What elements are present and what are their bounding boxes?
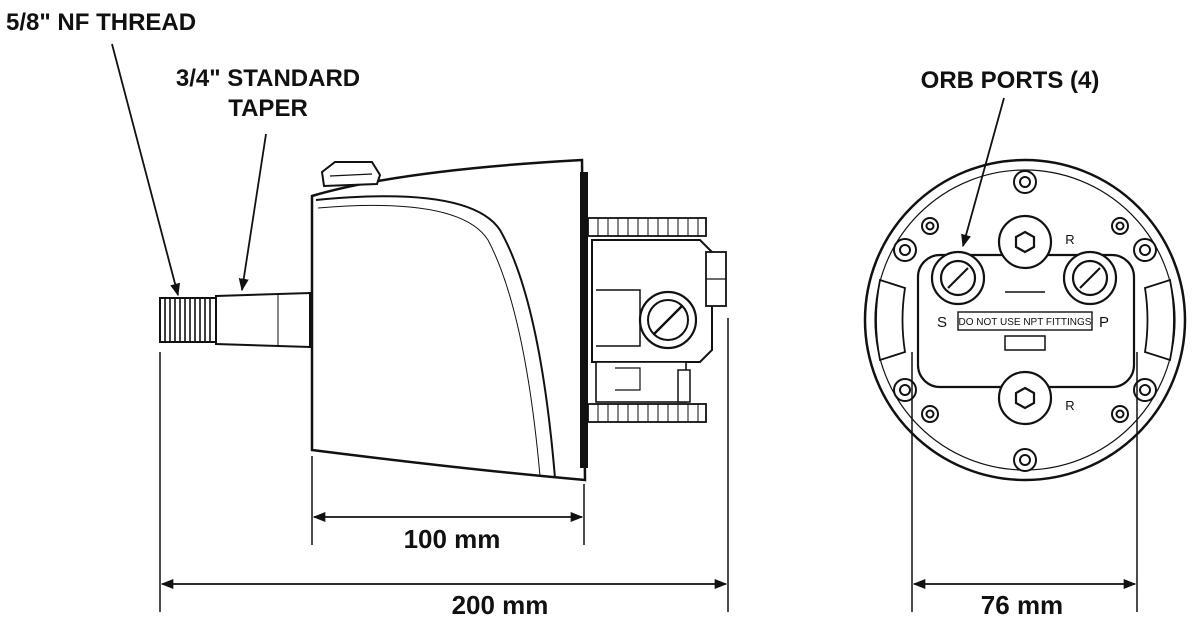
taper-leader-arrow bbox=[238, 133, 267, 292]
front-view: DO NOT USE NPT FITTINGS S P R R bbox=[863, 97, 1187, 612]
dim-200mm-label: 200 mm bbox=[452, 590, 549, 620]
dim-100mm-label: 100 mm bbox=[404, 524, 501, 554]
helm-body bbox=[310, 158, 588, 482]
taper-label-line2: TAPER bbox=[228, 95, 308, 122]
tapered-shaft bbox=[215, 291, 311, 349]
orb-leader-arrow bbox=[961, 97, 1005, 248]
npt-warning-text: DO NOT USE NPT FITTINGS bbox=[959, 317, 1092, 328]
port-s-label: S bbox=[937, 314, 947, 331]
thread-leader-arrow bbox=[111, 43, 180, 297]
side-dimension-lines bbox=[159, 318, 729, 612]
pump-section bbox=[587, 217, 727, 423]
side-view bbox=[111, 43, 729, 612]
threaded-shaft bbox=[159, 297, 217, 343]
dim-76mm-label: 76 mm bbox=[981, 590, 1063, 620]
port-p-label: P bbox=[1099, 314, 1109, 331]
thread-label: 5/8" NF THREAD bbox=[6, 9, 196, 36]
port-r-top-label: R bbox=[1065, 232, 1074, 247]
port-r-bottom-label: R bbox=[1065, 398, 1074, 413]
mount-bolts bbox=[893, 170, 1157, 472]
taper-label-line1: 3/4" STANDARD bbox=[176, 65, 360, 92]
orb-ports-label: ORB PORTS (4) bbox=[921, 67, 1100, 94]
front-dimension-lines bbox=[911, 352, 1138, 612]
